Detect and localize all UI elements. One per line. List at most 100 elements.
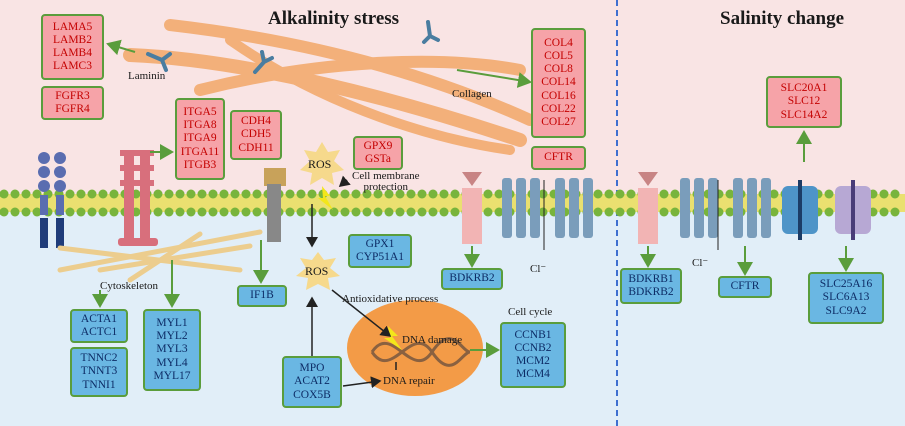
gene-label: TNNT3 bbox=[80, 365, 118, 378]
phospholipid-head bbox=[725, 189, 735, 199]
gene-label: CCNB1 bbox=[514, 328, 552, 341]
phospholipid-head bbox=[241, 189, 251, 199]
ros-label-bottom: ROS bbox=[305, 264, 329, 278]
phospholipid-head bbox=[395, 207, 405, 217]
phospholipid-head bbox=[285, 207, 295, 217]
gene-label: FGFR3 bbox=[55, 89, 90, 102]
gene-label: COL5 bbox=[544, 49, 573, 62]
phospholipid-head bbox=[626, 189, 636, 199]
phospholipid-head bbox=[450, 207, 460, 217]
phospholipid-head bbox=[252, 207, 262, 217]
bdkrb-receptor-right bbox=[638, 172, 658, 244]
phospholipid-head bbox=[186, 189, 196, 199]
phospholipid-head bbox=[604, 189, 614, 199]
phospholipid-head bbox=[417, 207, 427, 217]
phospholipid-head bbox=[450, 189, 460, 199]
phospholipid-head bbox=[109, 189, 119, 199]
phospholipid-head bbox=[351, 207, 361, 217]
antioxidative-label: Antioxidative process bbox=[342, 293, 439, 305]
ros-burst-bottom bbox=[296, 252, 340, 290]
phospholipid-head bbox=[153, 207, 163, 217]
phospholipid-head bbox=[879, 207, 889, 217]
phospholipid-head bbox=[384, 189, 394, 199]
phospholipid-head bbox=[824, 189, 834, 199]
gene-label: BDKRB1 bbox=[628, 272, 674, 285]
cftr-channel-right bbox=[680, 178, 771, 238]
gene-label: ITGA8 bbox=[183, 119, 217, 132]
laminin-icons bbox=[146, 20, 440, 74]
gene-label: CDH4 bbox=[240, 115, 272, 128]
phospholipid-head bbox=[670, 189, 680, 199]
phospholipid-head bbox=[65, 207, 75, 217]
gene-label: ITGA11 bbox=[180, 145, 220, 158]
phospholipid-head bbox=[10, 207, 20, 217]
phospholipid-head bbox=[76, 207, 86, 217]
gene-label: COL16 bbox=[541, 89, 576, 102]
gene-label: CDH11 bbox=[238, 141, 274, 154]
gene-label: BDKRB2 bbox=[628, 286, 674, 298]
gene-label: GSTa bbox=[364, 153, 392, 165]
phospholipid-head bbox=[230, 207, 240, 217]
gene-label: IF1B bbox=[250, 289, 274, 302]
slc-transporter-purple bbox=[835, 180, 871, 240]
gene-label: ITGA5 bbox=[183, 105, 217, 118]
gene-label: MYL4 bbox=[156, 356, 188, 369]
gene-label: SLC12 bbox=[787, 95, 821, 108]
gene-label: LAMB4 bbox=[53, 47, 92, 59]
phospholipid-head bbox=[296, 207, 306, 217]
phospholipid-head bbox=[340, 207, 350, 217]
extracellular-region bbox=[0, 0, 905, 196]
phospholipid-head bbox=[32, 207, 42, 217]
phospholipid-head bbox=[87, 207, 97, 217]
phospholipid-head bbox=[406, 207, 416, 217]
cytoskeleton-label: Cytoskeleton bbox=[100, 280, 159, 292]
salinity-change-title: Salinity change bbox=[720, 8, 845, 29]
cftr-top-box: CFTR bbox=[531, 146, 586, 170]
phospholipid-head bbox=[626, 207, 636, 217]
fgfr-receptor bbox=[38, 152, 66, 248]
gene-label: GPX9 bbox=[363, 139, 393, 152]
phospholipid-head bbox=[21, 207, 31, 217]
gene-label: LAMA5 bbox=[52, 20, 93, 33]
ros-label-top: ROS bbox=[308, 157, 332, 171]
gene-label: COL14 bbox=[541, 76, 576, 89]
gene-label: ITGB3 bbox=[183, 158, 217, 171]
bdkrb2-left-box: BDKRB2 bbox=[441, 268, 503, 290]
phospholipid-head bbox=[197, 189, 207, 199]
phospholipid-head bbox=[329, 207, 339, 217]
gene-label: CFTR bbox=[730, 280, 760, 293]
phospholipid-head bbox=[769, 207, 779, 217]
phospholipid-head bbox=[824, 207, 834, 217]
gene-label: CCNB2 bbox=[514, 341, 552, 354]
gene-label: COL27 bbox=[541, 116, 576, 128]
phospholipid-head bbox=[307, 189, 317, 199]
chloride-label-left: Cl⁻ bbox=[530, 263, 547, 275]
phospholipid-head bbox=[340, 189, 350, 199]
phospholipid-head bbox=[164, 189, 174, 199]
gene-label: ITGA9 bbox=[183, 132, 217, 145]
chloride-label-right: Cl⁻ bbox=[692, 257, 709, 269]
gene-label: MCM2 bbox=[516, 355, 550, 367]
phospholipid-head bbox=[593, 189, 603, 199]
gene-label: CFTR bbox=[544, 151, 573, 164]
gene-label: ACTC1 bbox=[80, 326, 118, 338]
gene-label: MYL1 bbox=[156, 316, 188, 329]
gene-label: BDKRB2 bbox=[449, 272, 495, 285]
phospholipid-head bbox=[428, 189, 438, 199]
nucleus bbox=[347, 300, 483, 396]
phospholipid-head bbox=[890, 189, 900, 199]
alkalinity-stress-title: Alkalinity stress bbox=[268, 8, 400, 29]
gene-label: COL8 bbox=[544, 63, 573, 76]
phospholipid-head bbox=[395, 189, 405, 199]
gene-label: SLC6A13 bbox=[822, 291, 870, 304]
phospholipid-head bbox=[197, 207, 207, 217]
gene-label: FGFR4 bbox=[55, 103, 90, 115]
phospholipid-head bbox=[109, 207, 119, 217]
